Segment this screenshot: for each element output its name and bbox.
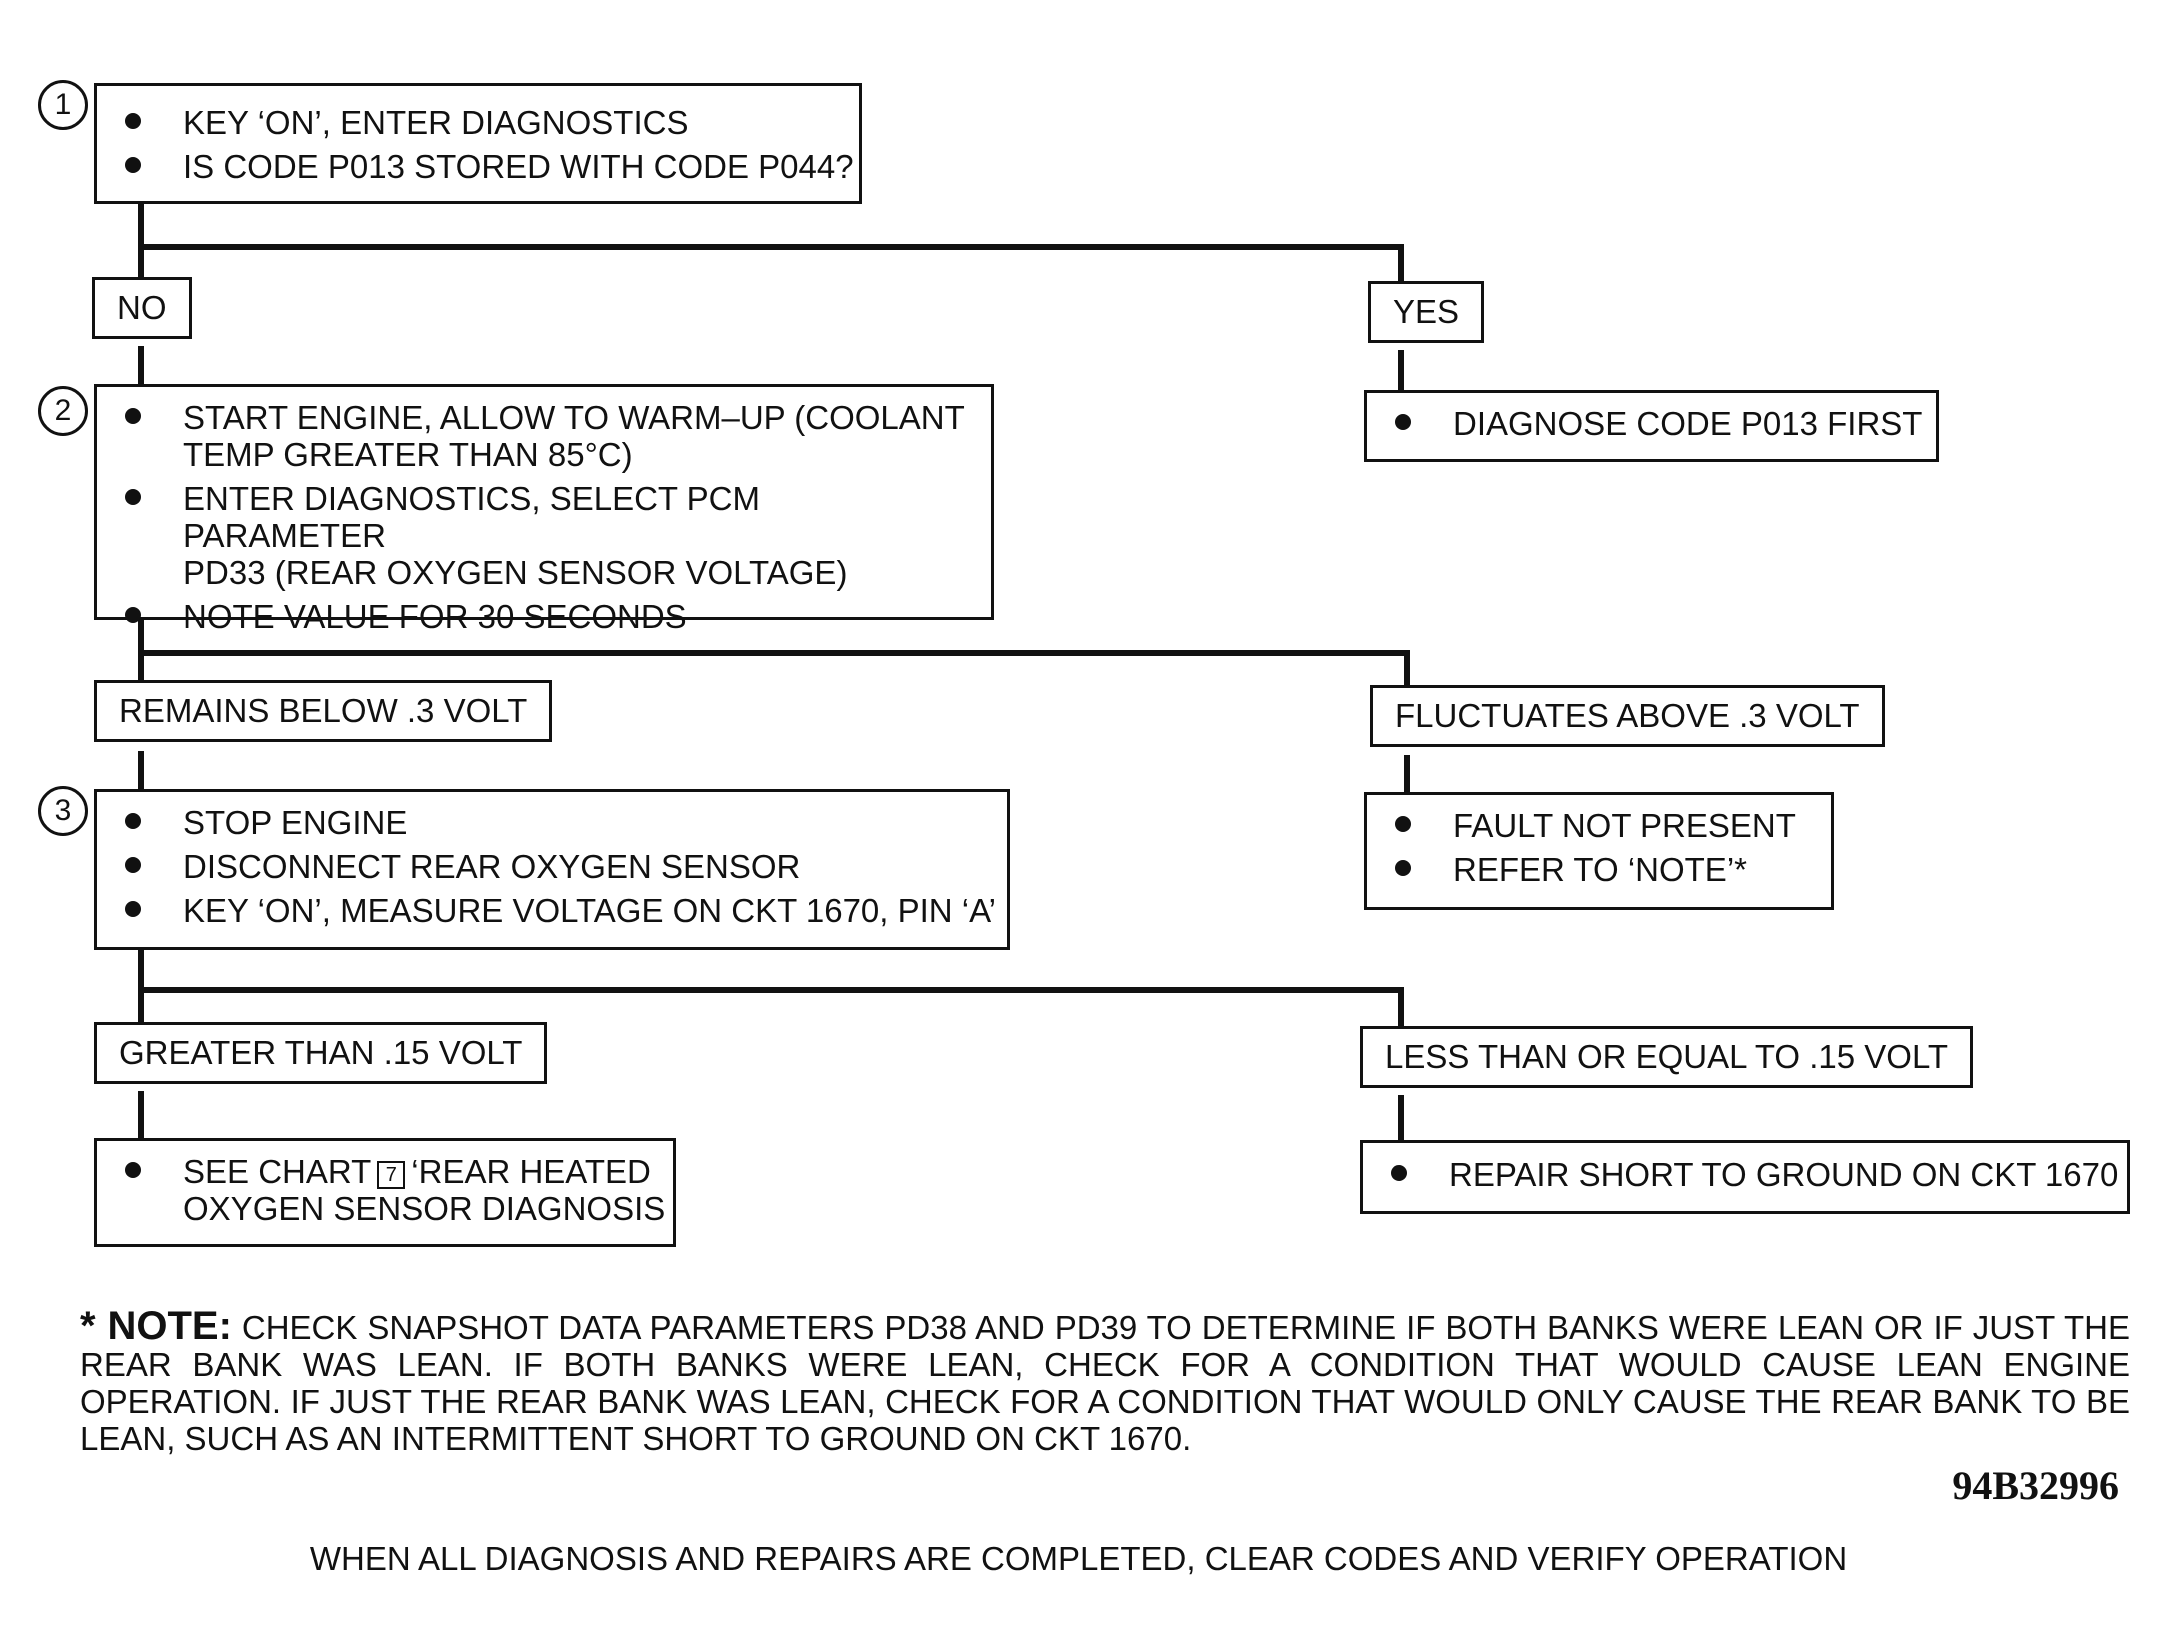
bullet-text: ENTER DIAGNOSTICS, SELECT PCM PARAMETER … [183,480,848,591]
bullet-text: DIAGNOSE CODE P013 FIRST [1453,405,1923,442]
connector-line [138,616,144,681]
branch-no: NO [92,277,192,339]
bullet-icon [125,607,141,623]
bullet-text: IS CODE P013 STORED WITH CODE P044? [183,148,854,185]
bullet-text-3: OXYGEN SENSOR DIAGNOSIS [183,1190,666,1227]
bullet-text: REFER TO ‘NOTE’* [1453,851,1747,888]
step-1-box: KEY ‘ON’, ENTER DIAGNOSTICS IS CODE P013… [94,83,862,204]
outcome-fault-not-present-box: FAULT NOT PRESENT REFER TO ‘NOTE’* [1364,792,1834,910]
connector-line [138,203,144,308]
bullet-item: START ENGINE, ALLOW TO WARM–UP (COOLANT … [121,399,971,473]
note-paragraph: * NOTE: CHECK SNAPSHOT DATA PARAMETERS P… [80,1306,2130,1457]
bullet-item: DIAGNOSE CODE P013 FIRST [1391,405,1922,442]
step-2-box: START ENGINE, ALLOW TO WARM–UP (COOLANT … [94,384,994,635]
branch-less-than-or-equal: LESS THAN OR EQUAL TO .15 VOLT [1360,1026,1974,1088]
connector-line [1398,244,1404,282]
connector-line [1404,755,1410,795]
bullet-text: DISCONNECT REAR OXYGEN SENSOR [183,848,801,885]
connector-line [1404,650,1410,686]
connector-line [138,244,1404,250]
bullet-text: START ENGINE, ALLOW TO WARM–UP (COOLANT … [183,399,965,473]
branch-greater-than: GREATER THAN .15 VOLT [94,1022,548,1084]
bullet-item: FAULT NOT PRESENT [1391,807,1811,844]
connector-line [138,1091,144,1139]
bullet-icon [125,901,141,917]
bullet-item: REFER TO ‘NOTE’* [1391,851,1811,888]
bullet-text-1: SEE CHART [183,1153,372,1190]
bullet-icon [125,489,141,505]
branch-yes: YES [1368,281,1485,343]
connector-line [138,751,144,791]
bullet-item: NOTE VALUE FOR 30 SECONDS [121,598,971,635]
outcome-diagnose-p013-box: DIAGNOSE CODE P013 FIRST [1364,390,1939,462]
bullet-text: KEY ‘ON’, ENTER DIAGNOSTICS [183,104,689,141]
note-text: CHECK SNAPSHOT DATA PARAMETERS PD38 AND … [80,1309,2130,1457]
bullet-text: KEY ‘ON’, MEASURE VOLTAGE ON CKT 1670, P… [183,892,997,929]
step-number-1: 1 [38,80,88,130]
connector-line [138,346,144,386]
bullet-text: NOTE VALUE FOR 30 SECONDS [183,598,687,635]
connector-line [1398,987,1404,1029]
bullet-item: KEY ‘ON’, ENTER DIAGNOSTICS [121,104,839,141]
bullet-icon [1395,414,1411,430]
bullet-icon [1391,1165,1407,1181]
bullet-item: REPAIR SHORT TO GROUND ON CKT 1670 [1387,1156,2118,1193]
bullet-icon [125,157,141,173]
outcome-repair-short-box: REPAIR SHORT TO GROUND ON CKT 1670 [1360,1140,2130,1214]
bullet-text: STOP ENGINE [183,804,408,841]
note-heading: * NOTE: [80,1304,232,1348]
bullet-icon [125,1162,141,1178]
footer-instruction: WHEN ALL DIAGNOSIS AND REPAIRS ARE COMPL… [309,1540,1848,1577]
bullet-icon [1395,860,1411,876]
figure-id: 94B32996 [1952,1463,2119,1508]
bullet-item: ENTER DIAGNOSTICS, SELECT PCM PARAMETER … [121,480,971,591]
connector-line [1398,1095,1404,1141]
connector-line [138,987,1404,993]
bullet-text: FAULT NOT PRESENT [1453,807,1796,844]
connector-line [138,650,1410,656]
bullet-item: STOP ENGINE [121,804,987,841]
bullet-icon [125,857,141,873]
step-number-3: 3 [38,786,88,836]
branch-fluctuates-above: FLUCTUATES ABOVE .3 VOLT [1370,685,1885,747]
step-3-box: STOP ENGINE DISCONNECT REAR OXYGEN SENSO… [94,789,1010,950]
bullet-item: KEY ‘ON’, MEASURE VOLTAGE ON CKT 1670, P… [121,892,996,929]
bullet-item: DISCONNECT REAR OXYGEN SENSOR [121,848,987,885]
chart-number-icon: 7 [377,1161,406,1189]
bullet-item: IS CODE P013 STORED WITH CODE P044? [121,148,854,185]
bullet-icon [125,408,141,424]
bullet-text: REPAIR SHORT TO GROUND ON CKT 1670 [1449,1156,2119,1193]
bullet-icon [125,113,141,129]
connector-line [1398,350,1404,392]
step-number-2: 2 [38,386,88,436]
branch-remains-below: REMAINS BELOW .3 VOLT [94,680,553,742]
connector-line [138,949,144,1024]
bullet-icon [125,813,141,829]
bullet-text-2: ‘REAR HEATED [411,1153,651,1190]
bullet-icon [1395,816,1411,832]
